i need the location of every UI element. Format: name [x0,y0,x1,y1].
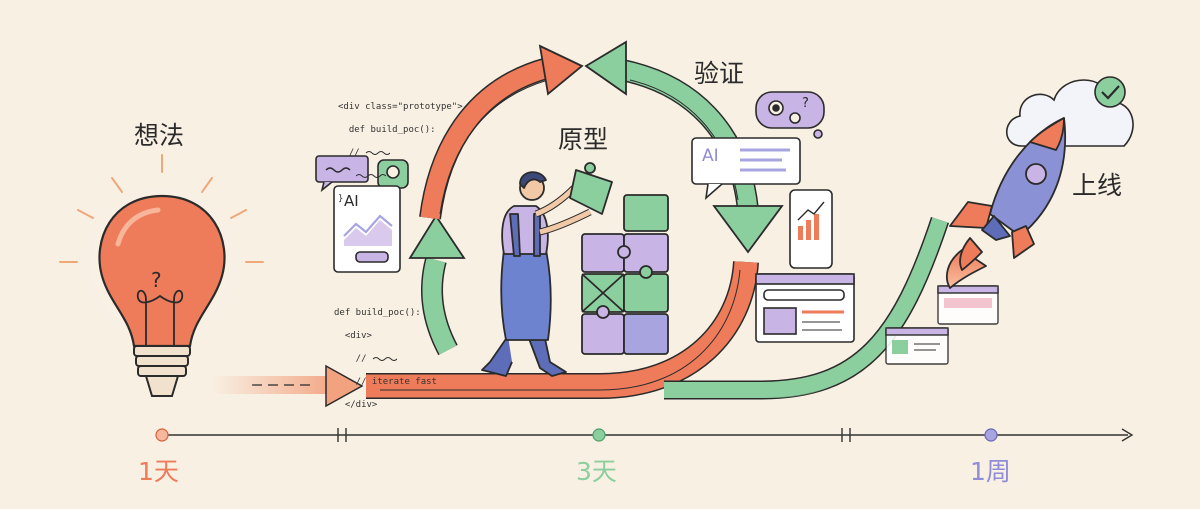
code-snippet-top: <div class="prototype"> def build_poc():… [338,90,463,217]
screen-card-lower [885,327,949,365]
ai-chart-card [333,185,401,273]
ai-bubble-label: AI [702,146,719,166]
lightbulb-icon: ? [59,154,264,397]
launch-path-arrow [664,216,950,400]
timeline-label-week1: 1周 [970,457,1011,486]
code-line: } [338,193,344,204]
svg-text:?: ? [151,268,162,292]
code-line: def build_poc(): [334,307,421,318]
screen-card-upper [937,285,999,325]
code-line: <div class="prototype"> [338,101,463,112]
code-line: def build_poc(): [338,124,436,135]
phone-chart-icon [789,189,833,269]
squiggle-placeholder [372,357,397,361]
builder-figure [481,162,613,377]
ai-card-label: AI [344,192,359,210]
prototype-cycle-arrow [366,44,759,399]
entry-arrow [212,364,364,408]
cloud-check-icon [1006,76,1134,147]
timeline-label-day3: 3天 [576,457,617,486]
timeline-marker-day3 [592,428,606,442]
timeline [155,428,1134,442]
question-mark-label: ? [802,96,809,111]
rocket-icon [946,117,1066,289]
code-line: </div> [334,399,378,410]
squiggle-placeholder [365,151,390,155]
gears-thought-icon [755,91,825,139]
squiggle-placeholder [356,174,386,178]
code-line: // [338,148,463,160]
code-text: // [338,147,360,158]
code-line: // [334,354,437,366]
chat-bubble-left [315,155,409,193]
puzzle-tower [581,194,669,355]
timeline-marker-day1 [155,428,169,442]
code-line: // iterate fast [334,376,437,387]
code-snippet-bottom: def build_poc(): <div> // // iterate fas… [334,296,437,423]
timeline-label-day1: 1天 [138,457,179,486]
timeline-marker-week1 [984,428,998,442]
stage-label-validate: 验证 [694,59,745,88]
stage-label-launch: 上线 [1072,171,1123,200]
ai-chat-bubble [691,137,801,201]
webpage-mockup [755,273,855,343]
stage-label-prototype: 原型 [558,125,609,154]
code-text: // [334,353,367,364]
stage-label-idea: 想法 [134,121,185,150]
code-line [338,171,463,183]
code-line: <div> [334,330,372,341]
